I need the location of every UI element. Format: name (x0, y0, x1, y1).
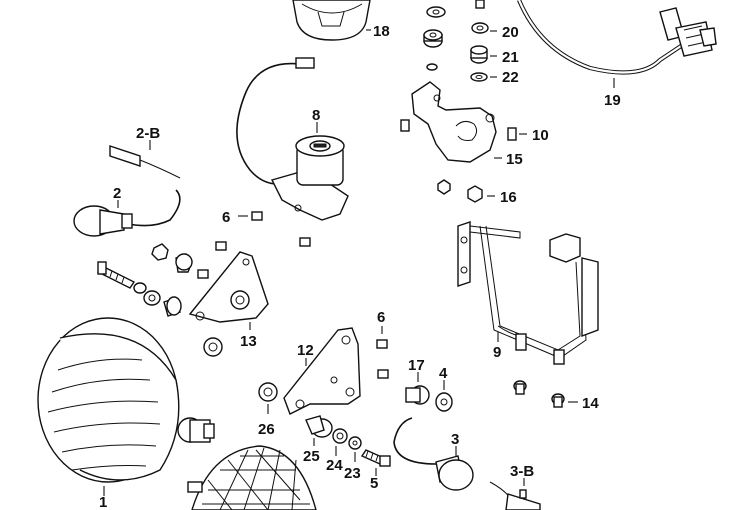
washer-part-24[interactable] (332, 428, 348, 456)
bracket-part-13[interactable] (188, 251, 269, 357)
grommet-part-4[interactable] (435, 380, 453, 412)
long-bolt-left[interactable] (96, 261, 136, 289)
gauge-cup-part-18[interactable] (292, 0, 371, 41)
callout-22: 22 (502, 69, 519, 86)
callout-1: 1 (99, 494, 107, 510)
callout-20: 20 (502, 24, 519, 41)
headlight-part-1[interactable] (37, 317, 215, 496)
grommet-part-20[interactable] (471, 0, 489, 34)
bolt-part-10[interactable] (507, 127, 527, 141)
bushing-part-25[interactable] (305, 415, 333, 446)
callout-10: 10 (532, 127, 549, 144)
callout-15: 15 (506, 151, 523, 168)
callout-12: 12 (297, 342, 314, 359)
mounting-plate-part-15[interactable] (411, 81, 502, 163)
callout-2b: 2-B (136, 125, 160, 142)
screw-part-6-upper[interactable] (238, 211, 311, 247)
bolt-part-5[interactable] (360, 449, 391, 476)
callout-25: 25 (303, 448, 320, 465)
wiring-harness-part-19[interactable] (517, 0, 717, 88)
bolt-left-plate[interactable] (400, 119, 410, 132)
callout-18: 18 (373, 23, 390, 40)
washer-part-23[interactable] (348, 436, 362, 462)
bulb-part-2b[interactable] (109, 140, 181, 179)
bracket-part-12[interactable] (283, 327, 361, 415)
nut-part-16[interactable] (437, 179, 495, 203)
callout-6-upper: 6 (222, 209, 230, 226)
washer-part-26[interactable] (258, 382, 278, 414)
callout-6-lower: 6 (377, 309, 385, 326)
callout-5: 5 (370, 475, 378, 492)
bushing-part-17[interactable] (405, 372, 430, 405)
washer-part-22[interactable] (470, 72, 488, 82)
callout-9: 9 (493, 344, 501, 361)
frame-bracket-part-9[interactable] (457, 221, 599, 365)
callout-13: 13 (240, 333, 257, 350)
callout-26: 26 (258, 421, 275, 438)
washers-left-cluster[interactable] (133, 282, 182, 317)
callout-19: 19 (604, 92, 621, 109)
callout-24: 24 (326, 457, 343, 474)
callout-4: 4 (439, 365, 448, 382)
bolt-part-14[interactable] (513, 380, 578, 408)
callout-2: 2 (113, 185, 121, 202)
washer-stack-left[interactable] (423, 6, 446, 71)
callout-23: 23 (344, 465, 361, 482)
callout-3b: 3-B (510, 463, 534, 480)
screw-part-6-lower[interactable] (376, 326, 389, 379)
callout-3: 3 (451, 431, 459, 448)
grommet-part-21[interactable] (470, 45, 488, 64)
callout-21: 21 (502, 49, 519, 66)
turn-signal-part-2[interactable] (73, 189, 181, 237)
turn-signal-part-3[interactable] (393, 417, 474, 491)
callout-8: 8 (312, 107, 320, 124)
bulb-part-3b[interactable] (489, 478, 541, 510)
callout-17: 17 (408, 357, 425, 374)
callout-16: 16 (500, 189, 517, 206)
callout-14: 14 (582, 395, 599, 412)
headlight-grille[interactable] (187, 445, 317, 510)
nuts-left-cluster[interactable] (151, 241, 227, 279)
ignition-switch-part-8[interactable] (236, 57, 349, 221)
